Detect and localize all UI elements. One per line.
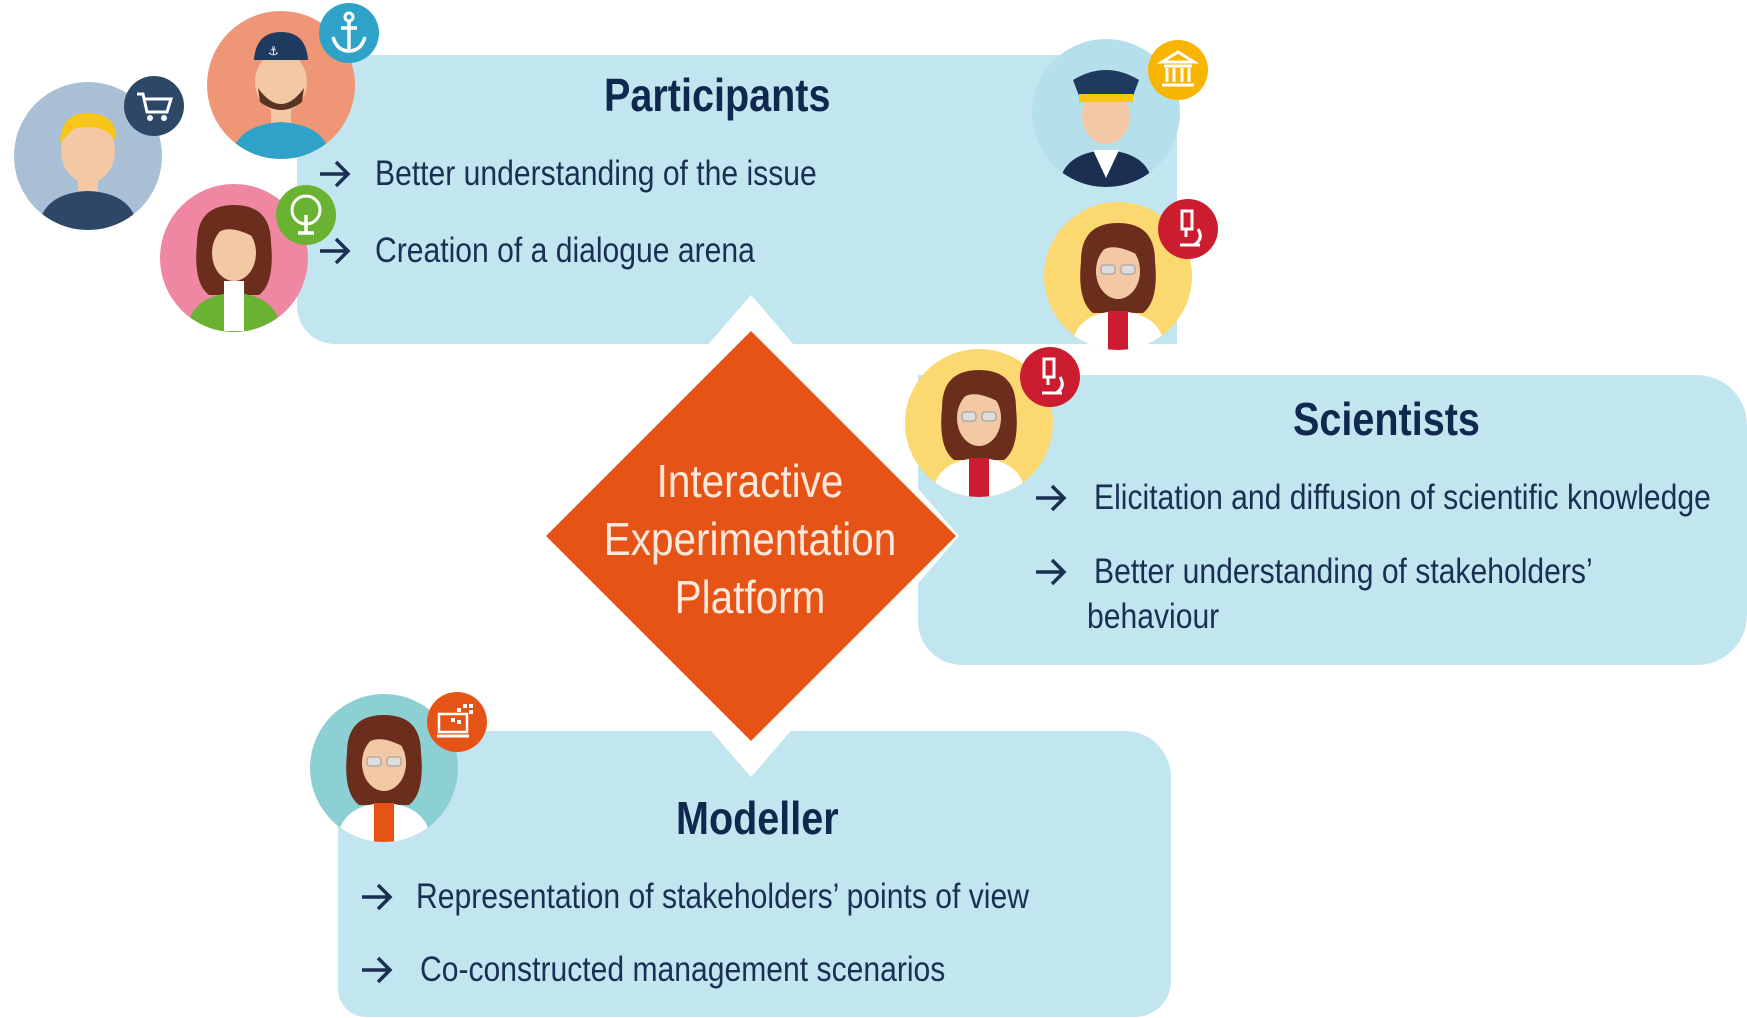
arrow-right-icon bbox=[320, 237, 351, 265]
scientists-item-2-cont: behaviour bbox=[1087, 597, 1220, 636]
anchor-icon bbox=[319, 3, 379, 63]
arrow-right-icon bbox=[320, 160, 351, 188]
platform-label-line-1: Interactive bbox=[656, 455, 844, 507]
arrow-right-icon bbox=[362, 956, 393, 984]
svg-text:⚓: ⚓ bbox=[268, 44, 279, 58]
participants-panel bbox=[297, 55, 1177, 344]
scientists-title: Scientists bbox=[1293, 393, 1480, 445]
building-icon bbox=[1148, 40, 1208, 100]
arrow-right-icon bbox=[362, 883, 393, 911]
arrow-right-icon bbox=[1036, 558, 1067, 586]
avatar-consumer bbox=[14, 82, 162, 230]
microscope-icon bbox=[1020, 347, 1080, 407]
modeller-item-2: Co-constructed management scenarios bbox=[420, 950, 946, 989]
avatar-fisherman: ⚓ bbox=[207, 11, 355, 159]
platform-label: Interactive Experimentation Platform bbox=[596, 452, 904, 626]
computer-data-icon bbox=[427, 692, 487, 752]
modeller-panel bbox=[338, 731, 1171, 1017]
participants-title: Participants bbox=[604, 69, 831, 121]
modeller-title: Modeller bbox=[676, 792, 839, 844]
diamond-shape bbox=[546, 331, 956, 741]
avatar-modeller bbox=[310, 694, 458, 842]
avatar-authority bbox=[1032, 39, 1180, 187]
scientists-panel bbox=[918, 375, 1747, 665]
arrow-right-icon bbox=[1036, 484, 1067, 512]
microscope-icon bbox=[1158, 199, 1218, 259]
platform-diamond bbox=[543, 295, 959, 777]
participants-item-2: Creation of a dialogue arena bbox=[375, 231, 755, 270]
scientists-item-1: Elicitation and diffusion of scientific … bbox=[1094, 478, 1711, 517]
platform-label-line-2: Experimentation bbox=[603, 513, 897, 565]
platform-label-line-3: Platform bbox=[674, 571, 826, 623]
tree-icon bbox=[276, 185, 336, 245]
avatar-scientist-2 bbox=[905, 349, 1053, 497]
shopping-cart-icon bbox=[124, 76, 184, 136]
participants-item-1: Better understanding of the issue bbox=[375, 154, 817, 193]
avatar-scientist-1 bbox=[1044, 202, 1192, 350]
avatar-environmentalist bbox=[160, 184, 308, 332]
modeller-item-1: Representation of stakeholders’ points o… bbox=[416, 877, 1029, 916]
scientists-item-2: Better understanding of stakeholders’ bbox=[1094, 552, 1593, 591]
